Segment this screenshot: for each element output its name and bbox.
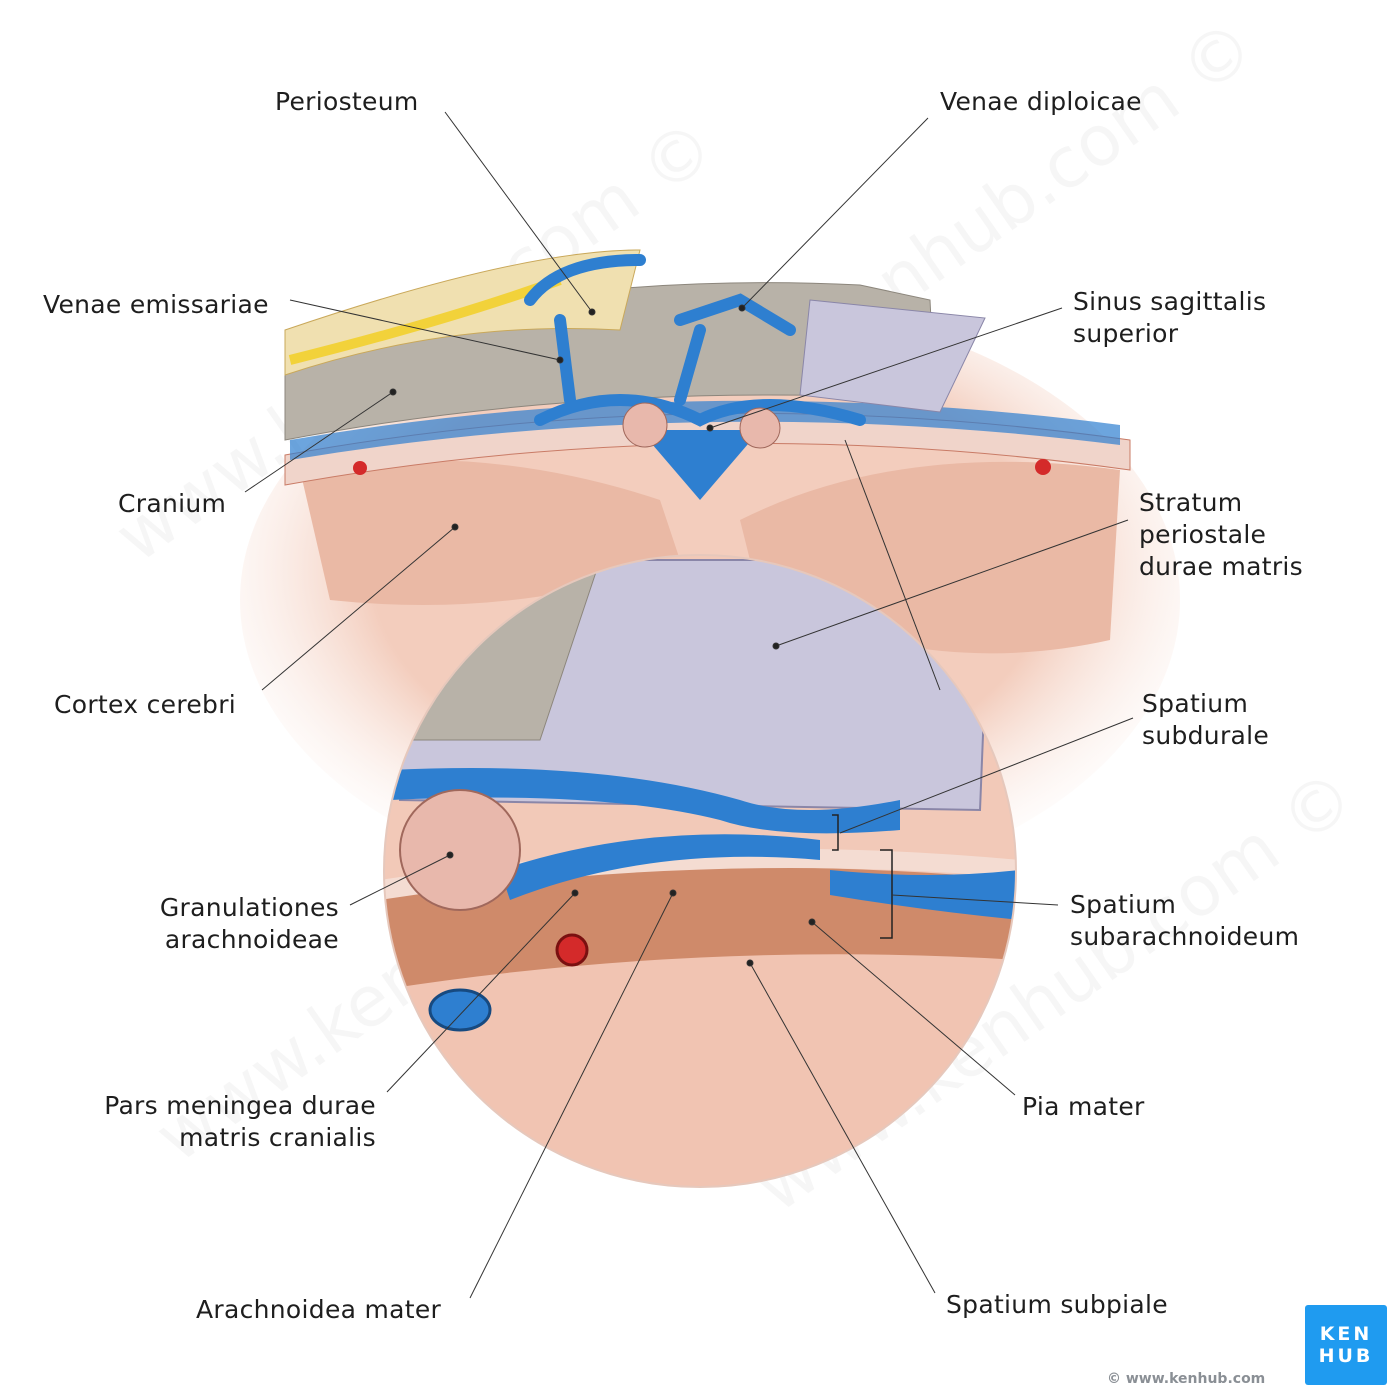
magnified-inset bbox=[384, 555, 1016, 1187]
gyrus bbox=[300, 460, 680, 605]
kenhub-logo: KEN HUB bbox=[1305, 1305, 1387, 1385]
label-line: Stratum bbox=[1139, 488, 1243, 517]
label-line: matris cranialis bbox=[179, 1123, 376, 1152]
label-arachnoidea-mater: Arachnoidea mater bbox=[196, 1295, 442, 1324]
label-cranium: Cranium bbox=[118, 489, 227, 518]
label-line: periostale bbox=[1139, 520, 1267, 549]
copyright-text: © www.kenhub.com bbox=[1107, 1371, 1266, 1387]
label-line: Spatium bbox=[1070, 890, 1177, 919]
logo-text: HUB bbox=[1318, 1345, 1374, 1367]
label-venae-emissariae: Venae emissariae bbox=[43, 290, 269, 319]
artery bbox=[1035, 459, 1051, 475]
bracket-subdural bbox=[832, 814, 839, 851]
label-granulationes-arachnoideae: Granulationes arachnoideae bbox=[160, 892, 339, 956]
label-line: arachnoideae bbox=[164, 925, 339, 954]
label-line: Spatium bbox=[1142, 689, 1249, 718]
artery bbox=[353, 461, 367, 475]
label-line: Granulationes bbox=[159, 893, 339, 922]
label-sinus-sagittalis-superior: Sinus sagittalis superior bbox=[1073, 286, 1266, 350]
label-spatium-subpiale: Spatium subpiale bbox=[946, 1290, 1168, 1319]
label-line: subdurale bbox=[1142, 721, 1270, 750]
logo-text: KEN bbox=[1319, 1323, 1373, 1345]
label-line: durae matris bbox=[1139, 552, 1303, 581]
label-line: subarachnoideum bbox=[1070, 922, 1300, 951]
label-line: superior bbox=[1073, 319, 1179, 348]
inset-border bbox=[383, 554, 1017, 1188]
label-stratum-periostale: Stratum periostale durae matris bbox=[1139, 487, 1303, 583]
label-periosteum: Periosteum bbox=[275, 87, 419, 116]
dura-flap bbox=[799, 299, 986, 413]
label-spatium-subarachnoideum: Spatium subarachnoideum bbox=[1070, 889, 1299, 953]
label-pia-mater: Pia mater bbox=[1022, 1092, 1145, 1121]
label-line: Sinus sagittalis bbox=[1073, 287, 1267, 316]
sinus bbox=[640, 430, 760, 500]
bracket-subarachnoid bbox=[880, 849, 893, 939]
label-cortex-cerebri: Cortex cerebri bbox=[54, 690, 237, 719]
diploic-veins bbox=[524, 254, 866, 427]
label-spatium-subdurale: Spatium subdurale bbox=[1142, 688, 1269, 752]
vein-band bbox=[290, 400, 1120, 460]
label-pars-meningea: Pars meningea durae matris cranialis bbox=[104, 1090, 376, 1154]
label-line: Pars meningea durae bbox=[104, 1091, 376, 1120]
leader-lines bbox=[244, 111, 1134, 1299]
granulation bbox=[622, 402, 668, 448]
granulation bbox=[739, 407, 781, 449]
label-venae-diploicae: Venae diploicae bbox=[940, 87, 1142, 116]
